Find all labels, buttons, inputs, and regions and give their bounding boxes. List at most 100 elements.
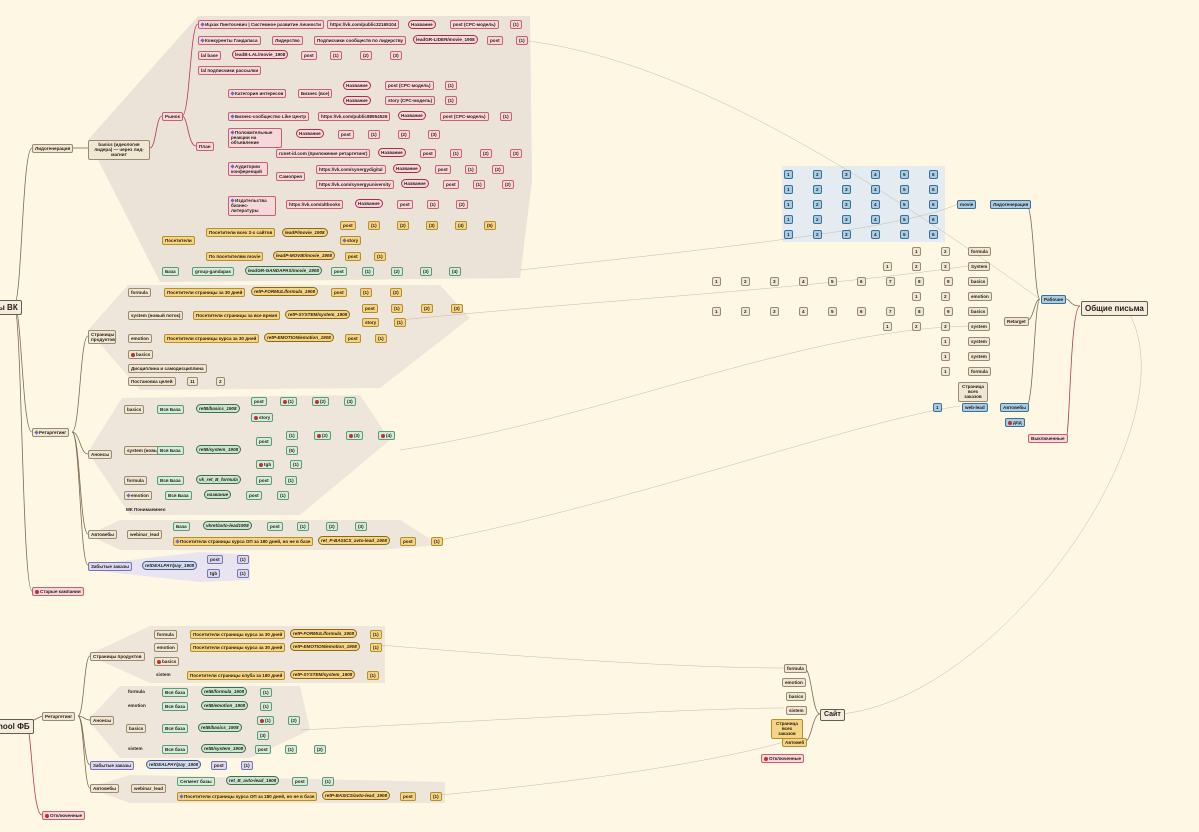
vk-lead-lider[interactable]: leadGR-LIDER/movie_1908 <box>413 35 478 45</box>
vk-vse-baza-2[interactable]: Вся База <box>157 446 184 456</box>
tan-num-r3-c8[interactable]: 8 <box>915 277 924 287</box>
letters-strs[interactable]: Страница всех заказов <box>958 382 988 402</box>
vk-story-a[interactable]: story <box>340 236 362 246</box>
tan-num-r3-c5[interactable]: 5 <box>828 277 837 287</box>
fb-p-formula[interactable]: formula <box>154 630 177 640</box>
vk-nazv-5[interactable]: Название <box>296 129 324 139</box>
letters-site[interactable]: Сайт <box>820 709 845 721</box>
vk-i3-c[interactable]: (3) <box>390 51 402 61</box>
vk-i1-s[interactable]: (1) <box>280 397 297 407</box>
vk-vis-all[interactable]: Посетители страницы за все время <box>193 311 281 321</box>
vk-i2-k[interactable]: (2) <box>456 200 468 210</box>
vk-i1-b[interactable]: (1) <box>516 36 528 46</box>
fb-i1-e[interactable]: (1) <box>260 702 272 712</box>
vk-story-c[interactable]: story <box>251 413 274 423</box>
vk-biz-all[interactable]: Бизнес (все) <box>298 89 333 99</box>
vk-ret-basics-avto[interactable]: ret_P-BASICS_avto-lead_1908 <box>318 536 390 546</box>
vk-i4-t[interactable]: (4) <box>378 431 395 441</box>
tan-num-r2-c3[interactable]: 3 <box>941 262 950 272</box>
vk-nazv-1[interactable]: Название <box>408 20 436 30</box>
vk-i3-s[interactable]: (3) <box>344 397 356 407</box>
tan-num-r5-c6[interactable]: 6 <box>857 307 866 317</box>
vk-nazv-2[interactable]: Название <box>343 81 371 91</box>
tan-num-r2-c1[interactable]: 1 <box>883 262 892 272</box>
vk-i2-g[interactable]: (2) <box>398 130 410 140</box>
vk-n2[interactable]: 2 <box>216 377 225 387</box>
vk-vis-course180[interactable]: Посетители страницы курса ОП за 180 дней… <box>173 537 314 547</box>
vk-runet[interactable]: runet-id.com (приложение ретаргетинг) <box>276 149 371 159</box>
tan-num-r1-c1[interactable]: 1 <box>912 247 921 257</box>
letters-off[interactable]: Выключенные <box>1028 434 1068 444</box>
vk-post-m[interactable]: post <box>362 304 378 314</box>
vk-i1-h[interactable]: (1) <box>450 149 462 159</box>
vk-p-basics[interactable]: basics <box>128 350 154 360</box>
tan-num-r1-c2[interactable]: 2 <box>941 247 950 257</box>
tan-num-r4-c2[interactable]: 2 <box>941 292 950 302</box>
vk-konk[interactable]: Конкуренты Гандапаса <box>198 36 261 46</box>
vk-i3-l[interactable]: (3) <box>426 221 438 231</box>
vk-vse-baza-1[interactable]: Вся База <box>157 405 184 415</box>
vk-i1-f[interactable]: (1) <box>500 112 512 122</box>
vk-i2-h[interactable]: (2) <box>480 149 492 159</box>
tan-num-r6-c1[interactable]: 1 <box>883 322 892 332</box>
letters-system-a[interactable]: System <box>968 262 991 272</box>
vk-biz-like[interactable]: Бизнес-сообщество Like Центр <box>228 112 310 122</box>
vk-leadgen[interactable]: Лидогенерация <box>32 144 74 154</box>
vk-i2-i[interactable]: (2) <box>492 165 504 175</box>
fb-a-formula[interactable]: formula <box>128 689 145 694</box>
fb-p-sistem[interactable]: sistem <box>156 672 171 677</box>
fb-retarget[interactable]: Ретаргетинг <box>42 712 76 722</box>
fb-i3-f[interactable]: (3) <box>257 731 269 741</box>
tan-num-r5-c1[interactable]: 1 <box>712 307 721 317</box>
vk-i5-t[interactable]: (5) <box>286 446 298 456</box>
fb-i1-h[interactable]: (1) <box>241 761 253 771</box>
vk-forgot[interactable]: Забытые заказы <box>88 562 133 572</box>
fb-ret-basics-avto[interactable]: retP-BASICS/avto-lead_1908 <box>322 791 391 801</box>
vk-i3-n[interactable]: (3) <box>420 267 432 277</box>
vk-post-c[interactable]: post <box>301 51 317 61</box>
fb-vse-baza-3[interactable]: Вся база <box>162 724 189 734</box>
tan-num-r3-c7[interactable]: 7 <box>886 277 895 287</box>
letters-web-1[interactable]: 1 <box>933 403 942 413</box>
site-basics[interactable]: basics <box>786 692 807 702</box>
vk-ret-deal[interactable]: retDEALPAY/pay_1908 <box>142 561 198 571</box>
vk-podp-lid[interactable]: Подписчики сообществ по лидерству <box>314 36 407 46</box>
vk-post-q[interactable]: post <box>256 476 272 486</box>
letters-avtovebi[interactable]: Автовебы <box>1000 403 1030 413</box>
vk-i1-p[interactable]: (1) <box>391 304 403 314</box>
blue-num-r5-c3[interactable]: 3 <box>842 230 851 240</box>
vk-i1-q[interactable]: (1) <box>394 318 406 328</box>
site-sistem[interactable]: sistem <box>786 706 807 716</box>
root-fb[interactable]: hool ФБ <box>0 719 34 734</box>
vk-old-campaigns[interactable]: Старые кампании <box>32 587 84 597</box>
vk-pages[interactable]: Страницы продуктов <box>88 330 116 345</box>
vk-izd[interactable]: Издательства бизнес-литературы <box>228 196 276 216</box>
letters-leadgen[interactable]: Лидогенерация <box>990 200 1032 210</box>
vk-lead-lal[interactable]: leadB-LAL/movie_1908 <box>232 50 289 60</box>
vk-i1-r[interactable]: (1) <box>375 334 387 344</box>
vk-i2-s[interactable]: (2) <box>312 397 329 407</box>
fb-p-emotion[interactable]: emotion <box>154 643 178 653</box>
vk-post-b[interactable]: post <box>487 36 503 46</box>
vk-avtovebi[interactable]: Автовебы <box>88 530 118 540</box>
vk-liderstvo[interactable]: Лидерство <box>272 36 303 46</box>
fb-a-basics[interactable]: basics <box>126 724 147 734</box>
vk-i1-k[interactable]: (1) <box>427 200 439 210</box>
vk-post-i[interactable]: post <box>340 221 356 231</box>
fb-vis30-a[interactable]: Посетители страницы курса за 30 дней <box>190 630 286 640</box>
vk-anonsy[interactable]: Анонсы <box>88 450 113 460</box>
tan-num-r3-c6[interactable]: 6 <box>857 277 866 287</box>
vk-post-r[interactable]: post <box>246 491 262 501</box>
vk-post-h[interactable]: post <box>397 200 413 210</box>
vk-vis-course30[interactable]: Посетители страницы курса за 30 дней <box>164 334 260 344</box>
blue-num-r3-c1[interactable]: 1 <box>784 200 793 210</box>
vk-nazvanie[interactable]: название <box>204 490 232 500</box>
vk-nazv-6[interactable]: Название <box>378 148 406 158</box>
fb-webinar-lead[interactable]: webinar_lead <box>131 784 167 794</box>
blue-num-r3-c5[interactable]: 5 <box>900 200 909 210</box>
vk-post-e[interactable]: post <box>420 149 436 159</box>
vk-i2-j[interactable]: (2) <box>502 180 514 190</box>
vk-base-b[interactable]: База <box>173 522 190 532</box>
letters-webinar[interactable]: web-lead <box>962 403 988 413</box>
vk-vk-avto[interactable]: vkret/avto-lead1908 <box>203 521 252 531</box>
